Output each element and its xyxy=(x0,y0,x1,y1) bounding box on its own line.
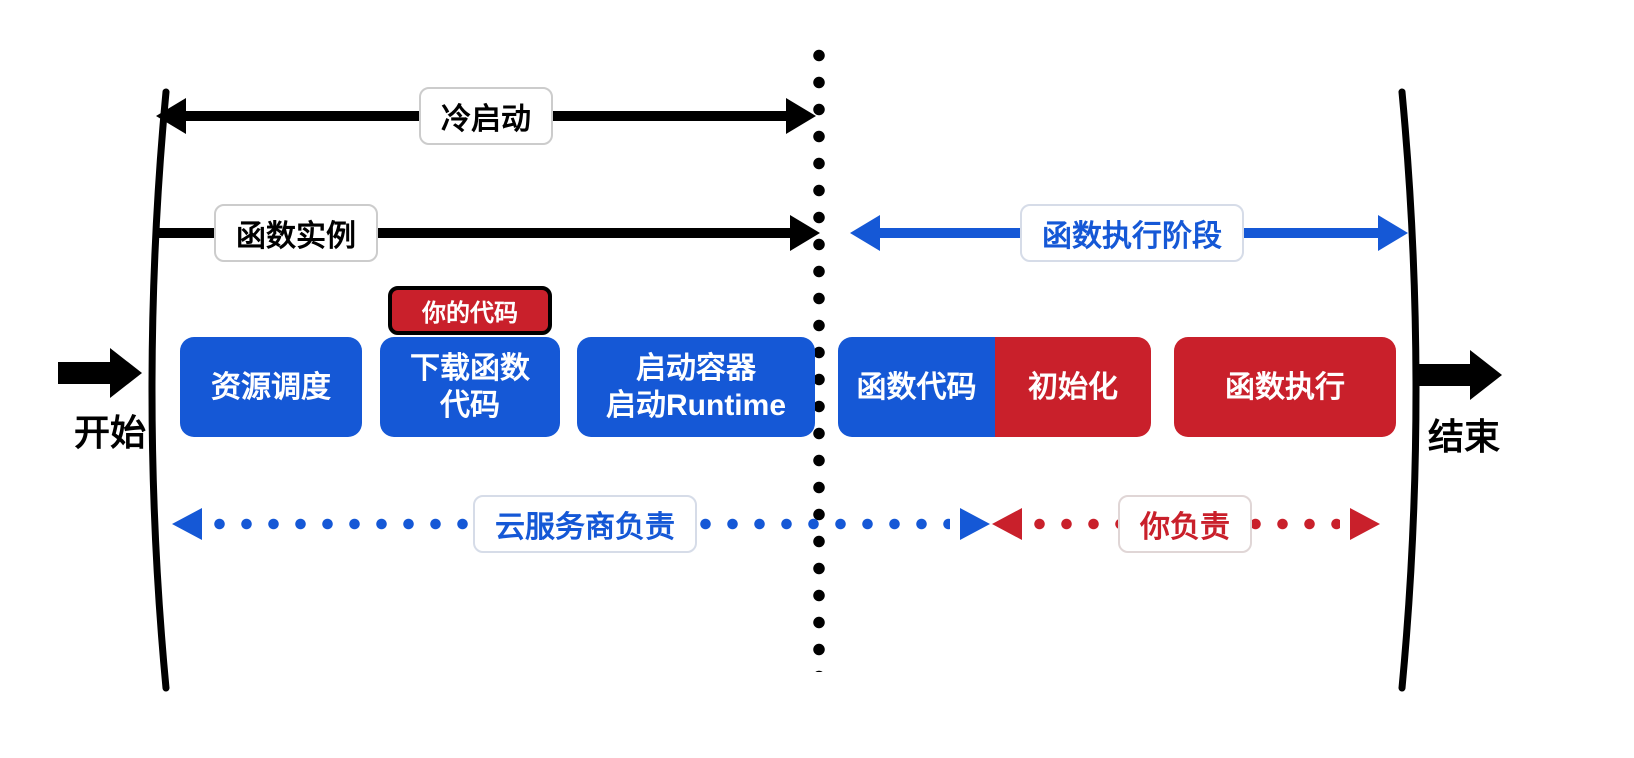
box-label: 资源调度 xyxy=(211,370,331,404)
left-bracket xyxy=(148,88,170,692)
box-label-line2: 代码 xyxy=(440,389,500,422)
end-label: 结束 xyxy=(1428,416,1501,457)
execution-phase-label: 函数执行阶段 xyxy=(1020,204,1244,262)
right-bracket xyxy=(1398,88,1420,692)
arrow-right-head-icon xyxy=(1350,508,1380,540)
box-function-execution: 函数执行 xyxy=(1174,337,1396,437)
box-initialization: 初始化 xyxy=(995,337,1151,437)
arrow-left-head-icon xyxy=(172,508,202,540)
arrow-right-head-icon xyxy=(786,98,816,134)
your-responsibility-label: 你负责 xyxy=(1118,495,1252,553)
box-resource-scheduling: 资源调度 xyxy=(180,337,362,437)
arrow-right-head-icon xyxy=(790,215,820,251)
start-arrow-icon xyxy=(58,348,144,398)
start-label: 开始 xyxy=(74,412,147,453)
box-label-line1: 启动容器 xyxy=(636,352,756,385)
box-label: 函数执行 xyxy=(1225,370,1345,404)
box-start-container-runtime: 启动容器 启动Runtime xyxy=(577,337,815,437)
arrow-left-head-icon xyxy=(992,508,1022,540)
arrow-right-head-icon xyxy=(960,508,990,540)
end-arrow-icon xyxy=(1418,350,1504,400)
box-download-function-code: 下载函数 代码 xyxy=(380,337,560,437)
function-instance-label: 函数实例 xyxy=(214,204,378,262)
phase-divider-dotted-line xyxy=(812,42,826,672)
box-label-line1: 下载函数 xyxy=(410,352,530,385)
box-label: 函数代码 xyxy=(856,370,977,404)
box-label-line2: 启动Runtime xyxy=(606,389,786,422)
box-label: 初始化 xyxy=(1028,370,1118,404)
your-code-badge: 你的代码 xyxy=(388,286,552,335)
function-instance-arrow xyxy=(156,215,820,251)
provider-responsibility-label: 云服务商负责 xyxy=(473,495,697,553)
cold-start-label: 冷启动 xyxy=(419,87,553,145)
arrow-right-head-icon xyxy=(1378,215,1408,251)
box-function-code: 函数代码 xyxy=(838,337,995,437)
